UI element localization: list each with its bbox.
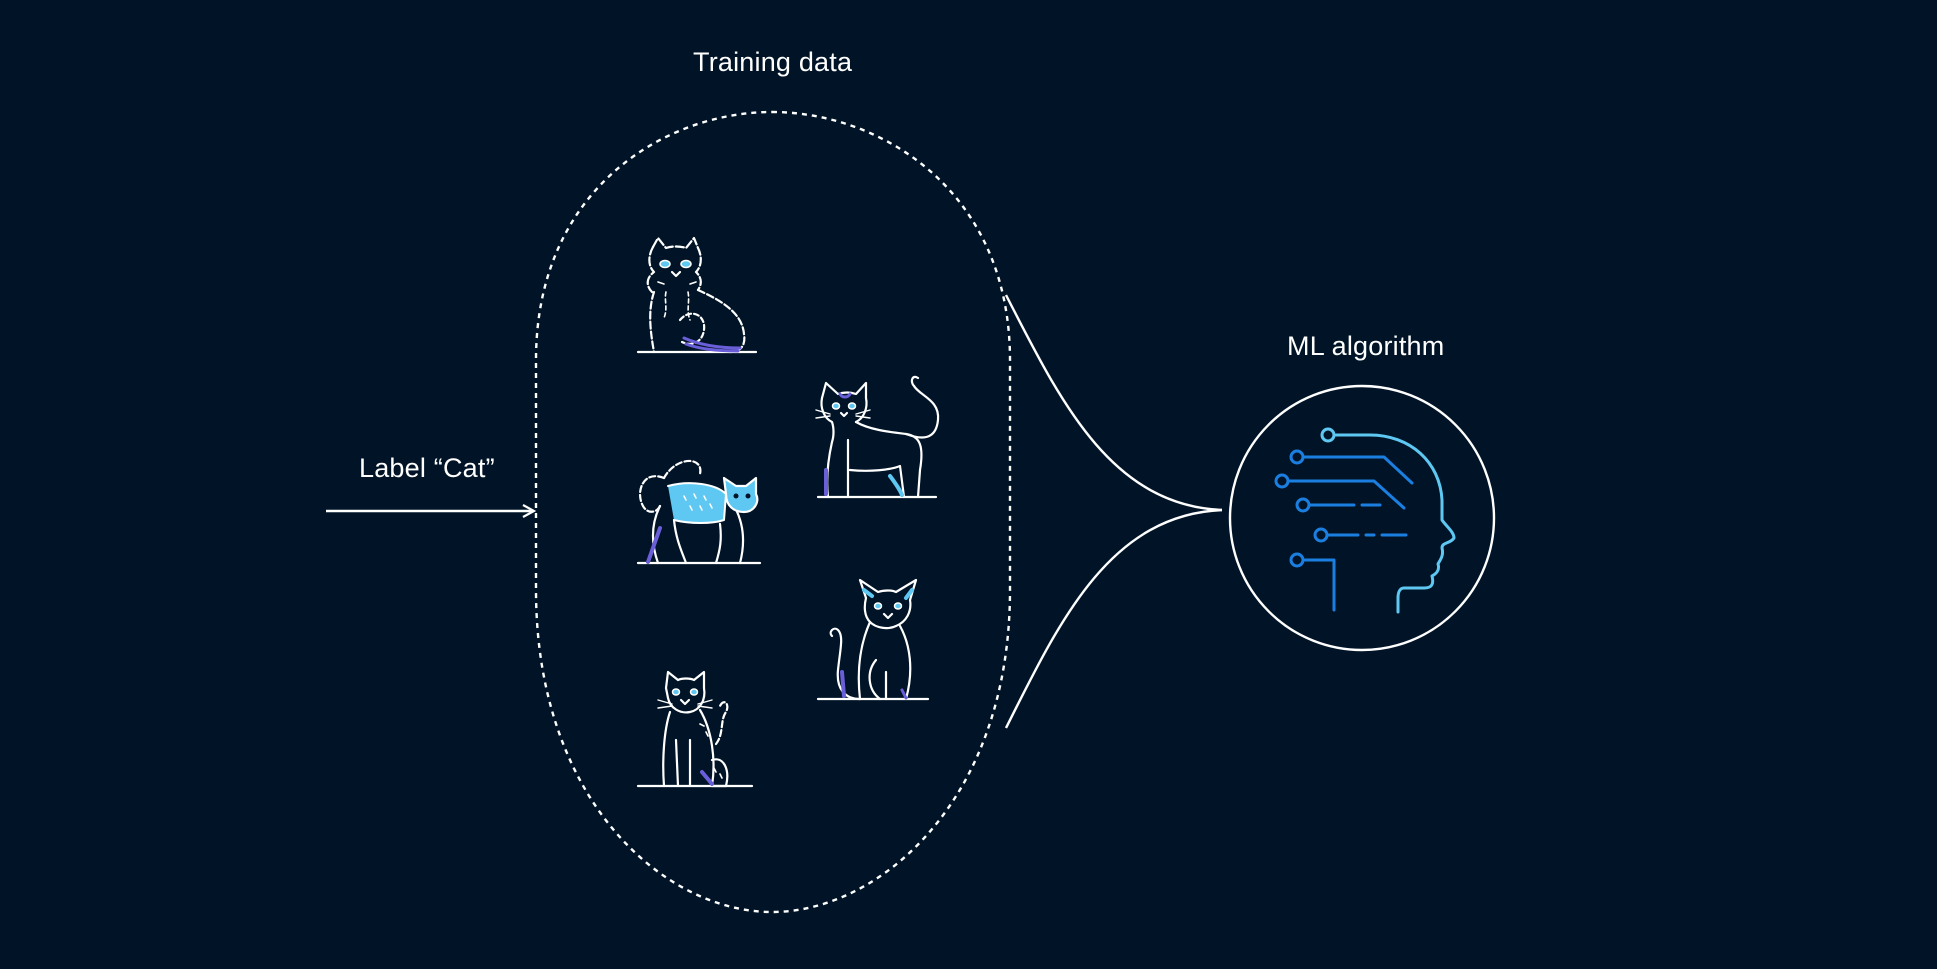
fluffy-cat-icon (636, 236, 758, 354)
sitting-cat-icon (636, 670, 754, 788)
sphynx-cat-icon (816, 578, 930, 701)
funnel-curve-bottom (1004, 508, 1223, 729)
walking-cat-icon (636, 459, 762, 565)
standing-cat-icon (815, 375, 940, 499)
training-data-title: Training data (693, 47, 853, 77)
ml-algorithm-circle (1228, 384, 1496, 652)
ai-head-icon (1274, 427, 1456, 614)
ml-algorithm-title: ML algorithm (1287, 331, 1445, 361)
funnel-curve-top (1004, 294, 1223, 512)
label-cat-text: Label “Cat” (359, 453, 495, 483)
training-data-container (534, 110, 1012, 914)
